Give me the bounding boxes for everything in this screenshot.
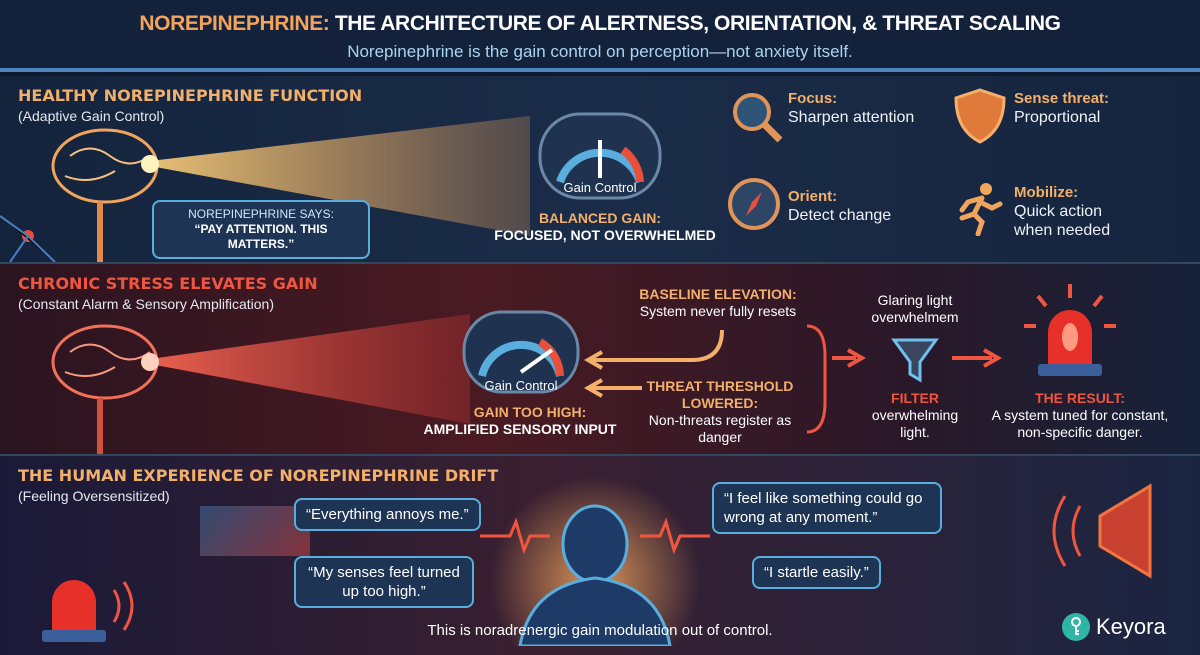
alarm-siren-icon xyxy=(42,580,134,642)
threshold-text: Non-threats register as danger xyxy=(648,412,792,445)
filter-title: FILTER xyxy=(891,390,939,406)
overwhelmed-person-icon xyxy=(480,476,710,646)
arrow-right-icon xyxy=(832,348,866,368)
arrows-icon xyxy=(583,324,827,434)
gauge-caption-title: BALANCED GAIN: xyxy=(538,210,662,226)
glare-text: Glaring light overwhelmem xyxy=(871,292,959,325)
compass-icon xyxy=(726,176,782,232)
experience-section: THE HUMAN EXPERIENCE OF NOREPINEPHRINE D… xyxy=(0,454,1200,655)
quote-bubble: “My senses feel turned up too high.” xyxy=(294,556,474,608)
gauge-icon xyxy=(538,112,662,200)
baseline-text: System never fully resets xyxy=(639,303,797,319)
section-heading: HEALTHY NOREPINEPHRINE FUNCTION xyxy=(18,86,363,105)
quote-bubble: “I startle easily.” xyxy=(752,556,881,589)
gauge-label: Gain Control xyxy=(484,378,558,393)
header: NOREPINEPHRINE: THE ARCHITECTURE OF ALER… xyxy=(0,0,1200,72)
quote-bubble: “Everything annoys me.” xyxy=(294,498,481,531)
brain-beam-icon xyxy=(0,116,530,262)
filter-text: overwhelming light. xyxy=(871,407,959,440)
quote-bubble: “I feel like something could go wrong at… xyxy=(712,482,942,534)
feature-focus: Focus:Sharpen attention xyxy=(788,90,915,126)
baseline-title: BASELINE ELEVATION: xyxy=(639,286,797,302)
brain-beam-icon xyxy=(51,314,470,454)
feature-mobilize: Mobilize:Quick action when needed xyxy=(1014,184,1111,239)
megaphone-icon xyxy=(1052,483,1152,579)
funnel-icon xyxy=(891,338,939,383)
section-subheading: (Feeling Oversensitized) xyxy=(18,488,170,504)
arrow-right-icon xyxy=(952,348,1002,368)
brand-logo: Keyora xyxy=(1062,612,1166,642)
section-heading: CHRONIC STRESS ELEVATES GAIN xyxy=(18,274,318,293)
gauge-label: Gain Control xyxy=(563,180,637,195)
section-heading: THE HUMAN EXPERIENCE OF NOREPINEPHRINE D… xyxy=(18,466,499,485)
magnifier-icon xyxy=(726,86,786,146)
page-subtitle: Norepinephrine is the gain control on pe… xyxy=(347,42,853,61)
result-text: A system tuned for constant, non-specifi… xyxy=(991,407,1169,440)
running-person-icon xyxy=(952,180,1008,237)
healthy-section: HEALTHY NOREPINEPHRINE FUNCTION (Adaptiv… xyxy=(0,76,1200,262)
gauge-icon xyxy=(462,310,580,394)
footer-text: This is noradrenergic gain modulation ou… xyxy=(427,622,773,639)
shield-icon xyxy=(952,86,1008,146)
chronic-section: CHRONIC STRESS ELEVATES GAIN (Constant A… xyxy=(0,262,1200,454)
gauge-caption-text: FOCUSED, NOT OVERWHELMED xyxy=(494,227,716,243)
key-icon xyxy=(1062,613,1090,641)
section-subheading: (Constant Alarm & Sensory Amplification) xyxy=(18,296,274,312)
page-title: NOREPINEPHRINE: THE ARCHITECTURE OF ALER… xyxy=(139,12,1061,35)
result-title: THE RESULT: xyxy=(1035,390,1125,406)
feature-orient: Orient:Detect change xyxy=(788,188,892,224)
speech-bubble: NOREPINEPHRINE SAYS: “PAY ATTENTION. THI… xyxy=(152,200,370,259)
threshold-title: THREAT THRESHOLD LOWERED: xyxy=(646,378,794,411)
glitch-screen-icon xyxy=(200,506,310,556)
alarm-siren-icon xyxy=(1024,284,1116,376)
feature-sense-threat: Sense threat:Proportional xyxy=(1014,90,1110,126)
gauge-caption-text: AMPLIFIED SENSORY INPUT xyxy=(423,421,617,437)
section-subheading: (Adaptive Gain Control) xyxy=(18,108,165,124)
gauge-caption-title: GAIN TOO HIGH: xyxy=(473,404,587,420)
